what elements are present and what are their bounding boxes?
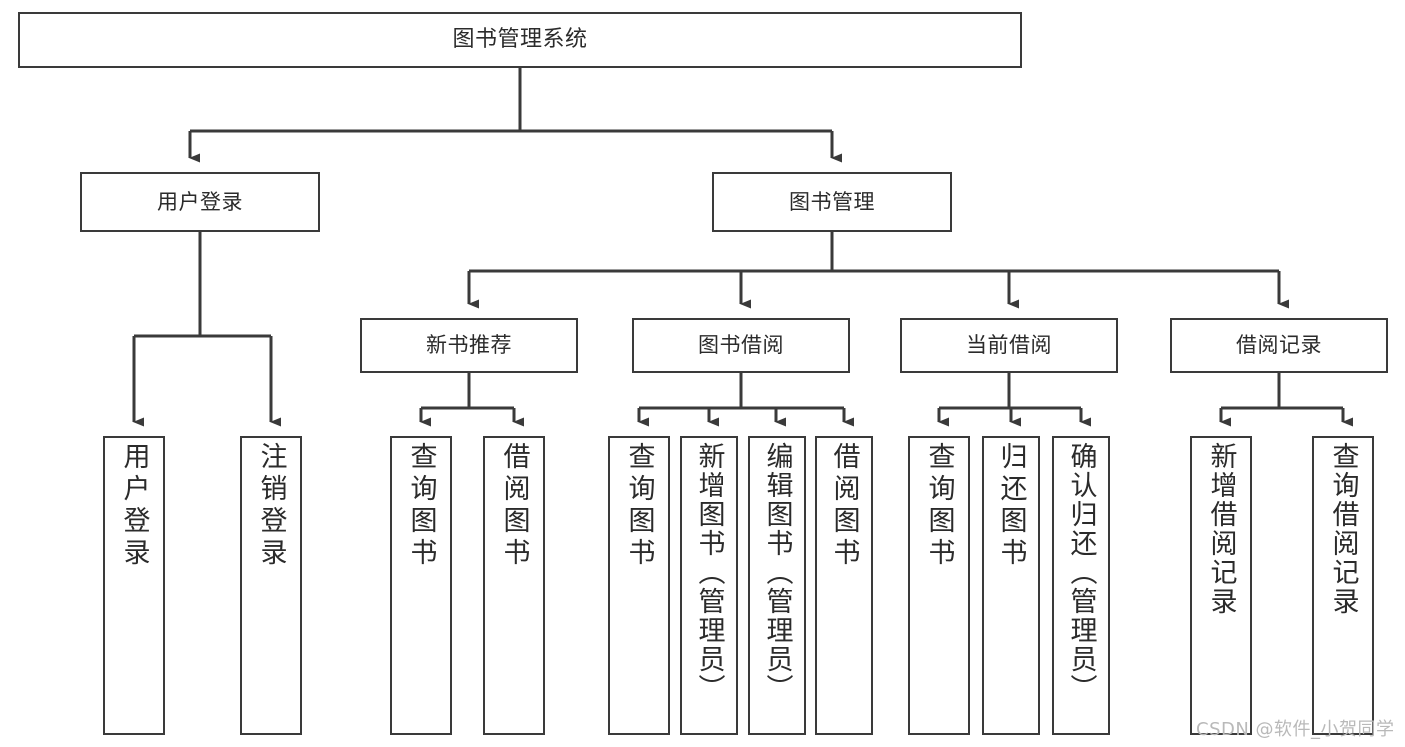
leaf-add-book-admin[interactable]: 新增图书（管理员） [680, 436, 738, 735]
node-label: 用户登录 [157, 189, 243, 214]
node-label: 新增图书（管理员） [693, 442, 725, 703]
node-label: 新书推荐 [426, 333, 512, 358]
node-current-borrow[interactable]: 当前借阅 [900, 318, 1118, 373]
node-label: 查询图书 [623, 442, 655, 570]
leaf-user-login[interactable]: 用户登录 [103, 436, 165, 735]
leaf-edit-book-admin[interactable]: 编辑图书（管理员） [748, 436, 806, 735]
csdn-watermark: CSDN @软件_小贺同学 [1196, 719, 1395, 740]
node-label: 查询图书 [405, 442, 437, 570]
node-book-borrow[interactable]: 图书借阅 [632, 318, 850, 373]
leaf-logout-login[interactable]: 注销登录 [240, 436, 302, 735]
node-borrow-record[interactable]: 借阅记录 [1170, 318, 1388, 373]
node-book-management[interactable]: 图书管理 [712, 172, 952, 232]
leaf-query-book-borrow[interactable]: 查询图书 [608, 436, 670, 735]
leaf-return-book[interactable]: 归还图书 [982, 436, 1040, 735]
node-label: 图书管理 [789, 189, 875, 214]
node-label: 编辑图书（管理员） [761, 442, 793, 703]
leaf-query-book-recommend[interactable]: 查询图书 [390, 436, 452, 735]
leaf-query-book-current[interactable]: 查询图书 [908, 436, 970, 735]
node-new-book-recommend[interactable]: 新书推荐 [360, 318, 578, 373]
leaf-query-borrow-record[interactable]: 查询借阅记录 [1312, 436, 1374, 735]
node-label: 借阅图书 [828, 442, 860, 570]
leaf-borrow-book-borrow[interactable]: 借阅图书 [815, 436, 873, 735]
node-label: 注销登录 [255, 442, 287, 570]
node-label: 查询图书 [923, 442, 955, 570]
node-user-login[interactable]: 用户登录 [80, 172, 320, 232]
leaf-confirm-return-admin[interactable]: 确认归还（管理员） [1052, 436, 1110, 735]
node-label: 借阅图书 [498, 442, 530, 570]
leaf-borrow-book-recommend[interactable]: 借阅图书 [483, 436, 545, 735]
node-label: 当前借阅 [966, 333, 1052, 358]
node-label: 查询借阅记录 [1327, 442, 1359, 616]
node-label: 用户登录 [118, 442, 150, 570]
node-label: 确认归还（管理员） [1065, 442, 1097, 703]
node-label: 图书管理系统 [452, 27, 588, 53]
node-label: 图书借阅 [698, 333, 784, 358]
node-label: 归还图书 [995, 442, 1027, 570]
node-root-book-management-system[interactable]: 图书管理系统 [18, 12, 1022, 68]
node-label: 借阅记录 [1236, 333, 1322, 358]
node-label: 新增借阅记录 [1205, 442, 1237, 616]
leaf-add-borrow-record[interactable]: 新增借阅记录 [1190, 436, 1252, 735]
